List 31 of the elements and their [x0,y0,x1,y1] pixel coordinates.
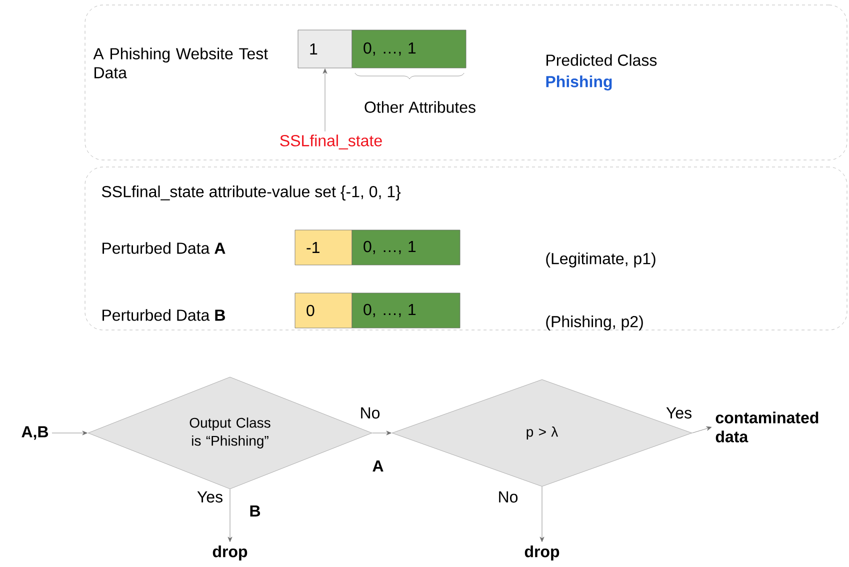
node-text: contaminated data [716,412,818,442]
node-text: A,B [22,426,48,440]
node-text: SSLfinal_state [280,134,382,150]
arrow [540,486,544,542]
panel-text: A Phishing Website Test Data [93,48,268,78]
panel-text: SSLfinal_state attribute-value set {-1, 0, 1} [102,186,401,200]
edge-label: Yes [196,490,224,504]
data-cell: 0, …, 1 [352,292,460,328]
arrow [228,489,232,542]
arrow [322,68,328,132]
panel-text: Perturbed Data A [102,242,226,254]
panel-text: (Phishing, p2) [546,316,643,330]
panel-text: Phishing [546,76,612,90]
node-text: drop [524,546,560,560]
node-text: drop [212,546,248,560]
panel-text: Predicted Class [546,54,657,66]
data-cell: -1 [294,230,352,266]
data-cell: 0, …, 1 [352,30,466,68]
data-cell: 0, …, 1 [352,230,460,266]
brace-label: Other Attributes [364,101,476,113]
panel-text: Perturbed Data B [102,309,225,321]
panel-text: (Legitimate, p1) [546,252,656,268]
edge-label: Yes [664,406,694,420]
edge-label: No [496,490,520,504]
arrow [372,430,392,436]
path-letter: A [372,460,384,472]
arrow [692,426,712,434]
data-cell: 0 [294,292,352,328]
data-cell: 1 [298,30,352,68]
arrow [52,430,88,436]
path-letter: B [250,505,260,516]
